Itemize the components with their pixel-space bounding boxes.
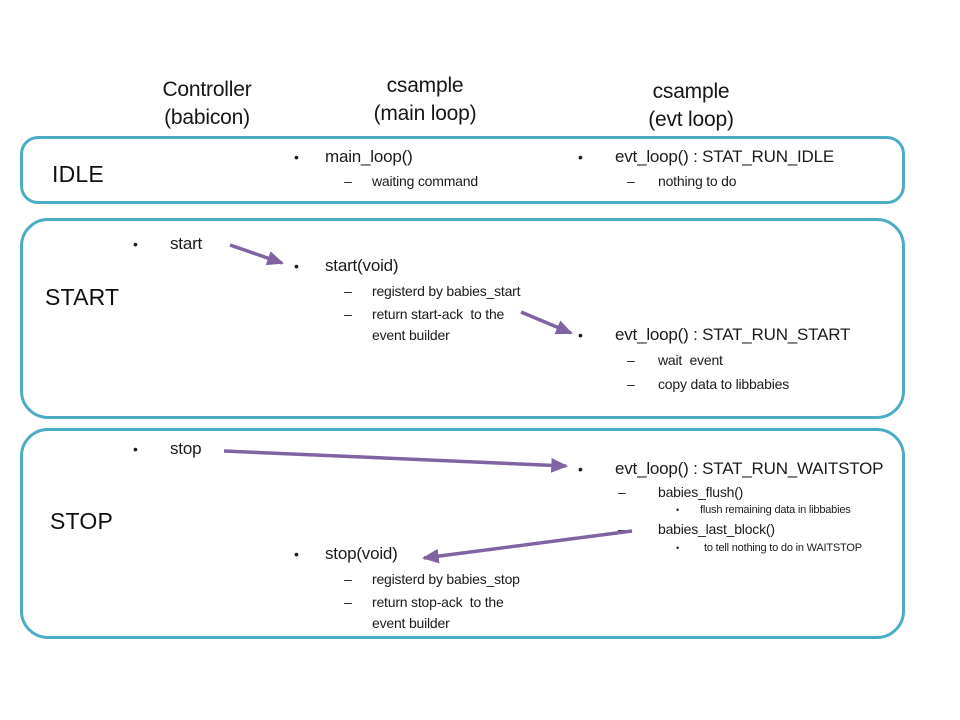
start-evt-loop-subitem-text: wait event (658, 352, 723, 368)
start-command-text: start (170, 234, 203, 253)
stop-main-loop-item: stop(void) (294, 544, 398, 564)
idle-evt-loop-item: evt_loop() : STAT_RUN_IDLE (578, 147, 834, 167)
column-header-line2: (evt loop) (648, 108, 734, 131)
stop-evt-loop-entry: babies_flush() (618, 482, 743, 503)
dash-icon (627, 171, 658, 192)
state-label-stop: STOP (50, 508, 114, 534)
column-header-line1: Controller (162, 78, 252, 101)
bullet-icon (294, 147, 325, 167)
column-header-controller: Controller (babicon) (97, 76, 317, 132)
start-main-loop-subitem-text: registerd by babies_start (372, 283, 521, 299)
dash-icon (344, 569, 372, 590)
start-evt-loop-subitem: wait event (627, 350, 723, 371)
stop-evt-loop-entry: babies_last_block() (618, 519, 775, 540)
start-main-loop-subitem: registerd by babies_start (344, 281, 521, 302)
dash-icon (344, 304, 372, 325)
start-controller-command: start (133, 234, 202, 254)
state-label-start: START (45, 284, 120, 310)
stop-main-loop-subitem: registerd by babies_stop (344, 569, 520, 590)
dash-icon (627, 374, 658, 395)
idle-evt-loop-title: evt_loop() : STAT_RUN_IDLE (615, 147, 835, 166)
idle-evt-loop-subitem-text: nothing to do (658, 173, 737, 189)
start-evt-loop-item: evt_loop() : STAT_RUN_START (578, 325, 850, 345)
bullet-icon (578, 459, 615, 479)
stop-main-loop-subitem-text: registerd by babies_stop (372, 571, 520, 587)
start-main-loop-item: start(void) (294, 256, 399, 276)
column-header-evt-loop: csample (evt loop) (581, 78, 801, 134)
stop-evt-loop-title: evt_loop() : STAT_RUN_WAITSTOP (615, 459, 884, 478)
dash-icon (618, 482, 658, 503)
stop-main-loop-subitem-text: return stop-ack to the event builder (372, 594, 504, 631)
stop-main-loop-title: stop(void) (325, 544, 398, 563)
start-evt-loop-title: evt_loop() : STAT_RUN_START (615, 325, 851, 344)
state-label-idle: IDLE (52, 161, 104, 187)
stop-evt-loop-entry-detail-text: to tell nothing to do in WAITSTOP (704, 542, 862, 554)
stop-controller-command: stop (133, 439, 202, 459)
dash-icon (344, 171, 372, 192)
start-main-loop-title: start(void) (325, 256, 399, 275)
idle-main-loop-item: main_loop() (294, 147, 413, 167)
column-header-line1: csample (386, 74, 464, 97)
bullet-icon (133, 234, 170, 254)
start-evt-loop-subitem-text: copy data to libbabies (658, 376, 790, 392)
dash-icon (627, 350, 658, 371)
column-header-line2: (babicon) (164, 106, 250, 129)
bullet-icon (578, 325, 615, 345)
dash-icon (344, 592, 372, 613)
idle-main-loop-subitem-text: waiting command (372, 173, 478, 189)
bullet-icon (676, 504, 700, 517)
column-header-main-loop: csample (main loop) (315, 72, 535, 128)
idle-main-loop-title: main_loop() (325, 147, 413, 166)
start-evt-loop-subitem: copy data to libbabies (627, 374, 789, 395)
bullet-icon (676, 542, 704, 555)
dash-icon (618, 519, 658, 540)
bullet-icon (578, 147, 615, 167)
stop-main-loop-subitem: return stop-ack to the event builder (344, 592, 504, 634)
idle-main-loop-subitem: waiting command (344, 171, 478, 192)
bullet-icon (294, 544, 325, 564)
state-box-idle (20, 136, 905, 204)
column-header-line2: (main loop) (373, 102, 477, 125)
dash-icon (344, 281, 372, 302)
stop-evt-loop-entry-detail-text: flush remaining data in libbabies (700, 504, 851, 516)
stop-evt-loop-entry-detail: to tell nothing to do in WAITSTOP (676, 542, 862, 555)
stop-command-text: stop (170, 439, 202, 458)
bullet-icon (133, 439, 170, 459)
stop-evt-loop-entry-detail: flush remaining data in libbabies (676, 504, 851, 517)
stop-evt-loop-entry-label: babies_last_block() (658, 521, 775, 537)
bullet-icon (294, 256, 325, 276)
stop-evt-loop-entry-label: babies_flush() (658, 484, 744, 500)
start-main-loop-subitem-text: return start-ack to the event builder (372, 306, 505, 343)
idle-evt-loop-subitem: nothing to do (627, 171, 737, 192)
start-main-loop-subitem: return start-ack to the event builder (344, 304, 504, 346)
column-header-line1: csample (652, 80, 730, 103)
stop-evt-loop-item: evt_loop() : STAT_RUN_WAITSTOP (578, 459, 883, 479)
